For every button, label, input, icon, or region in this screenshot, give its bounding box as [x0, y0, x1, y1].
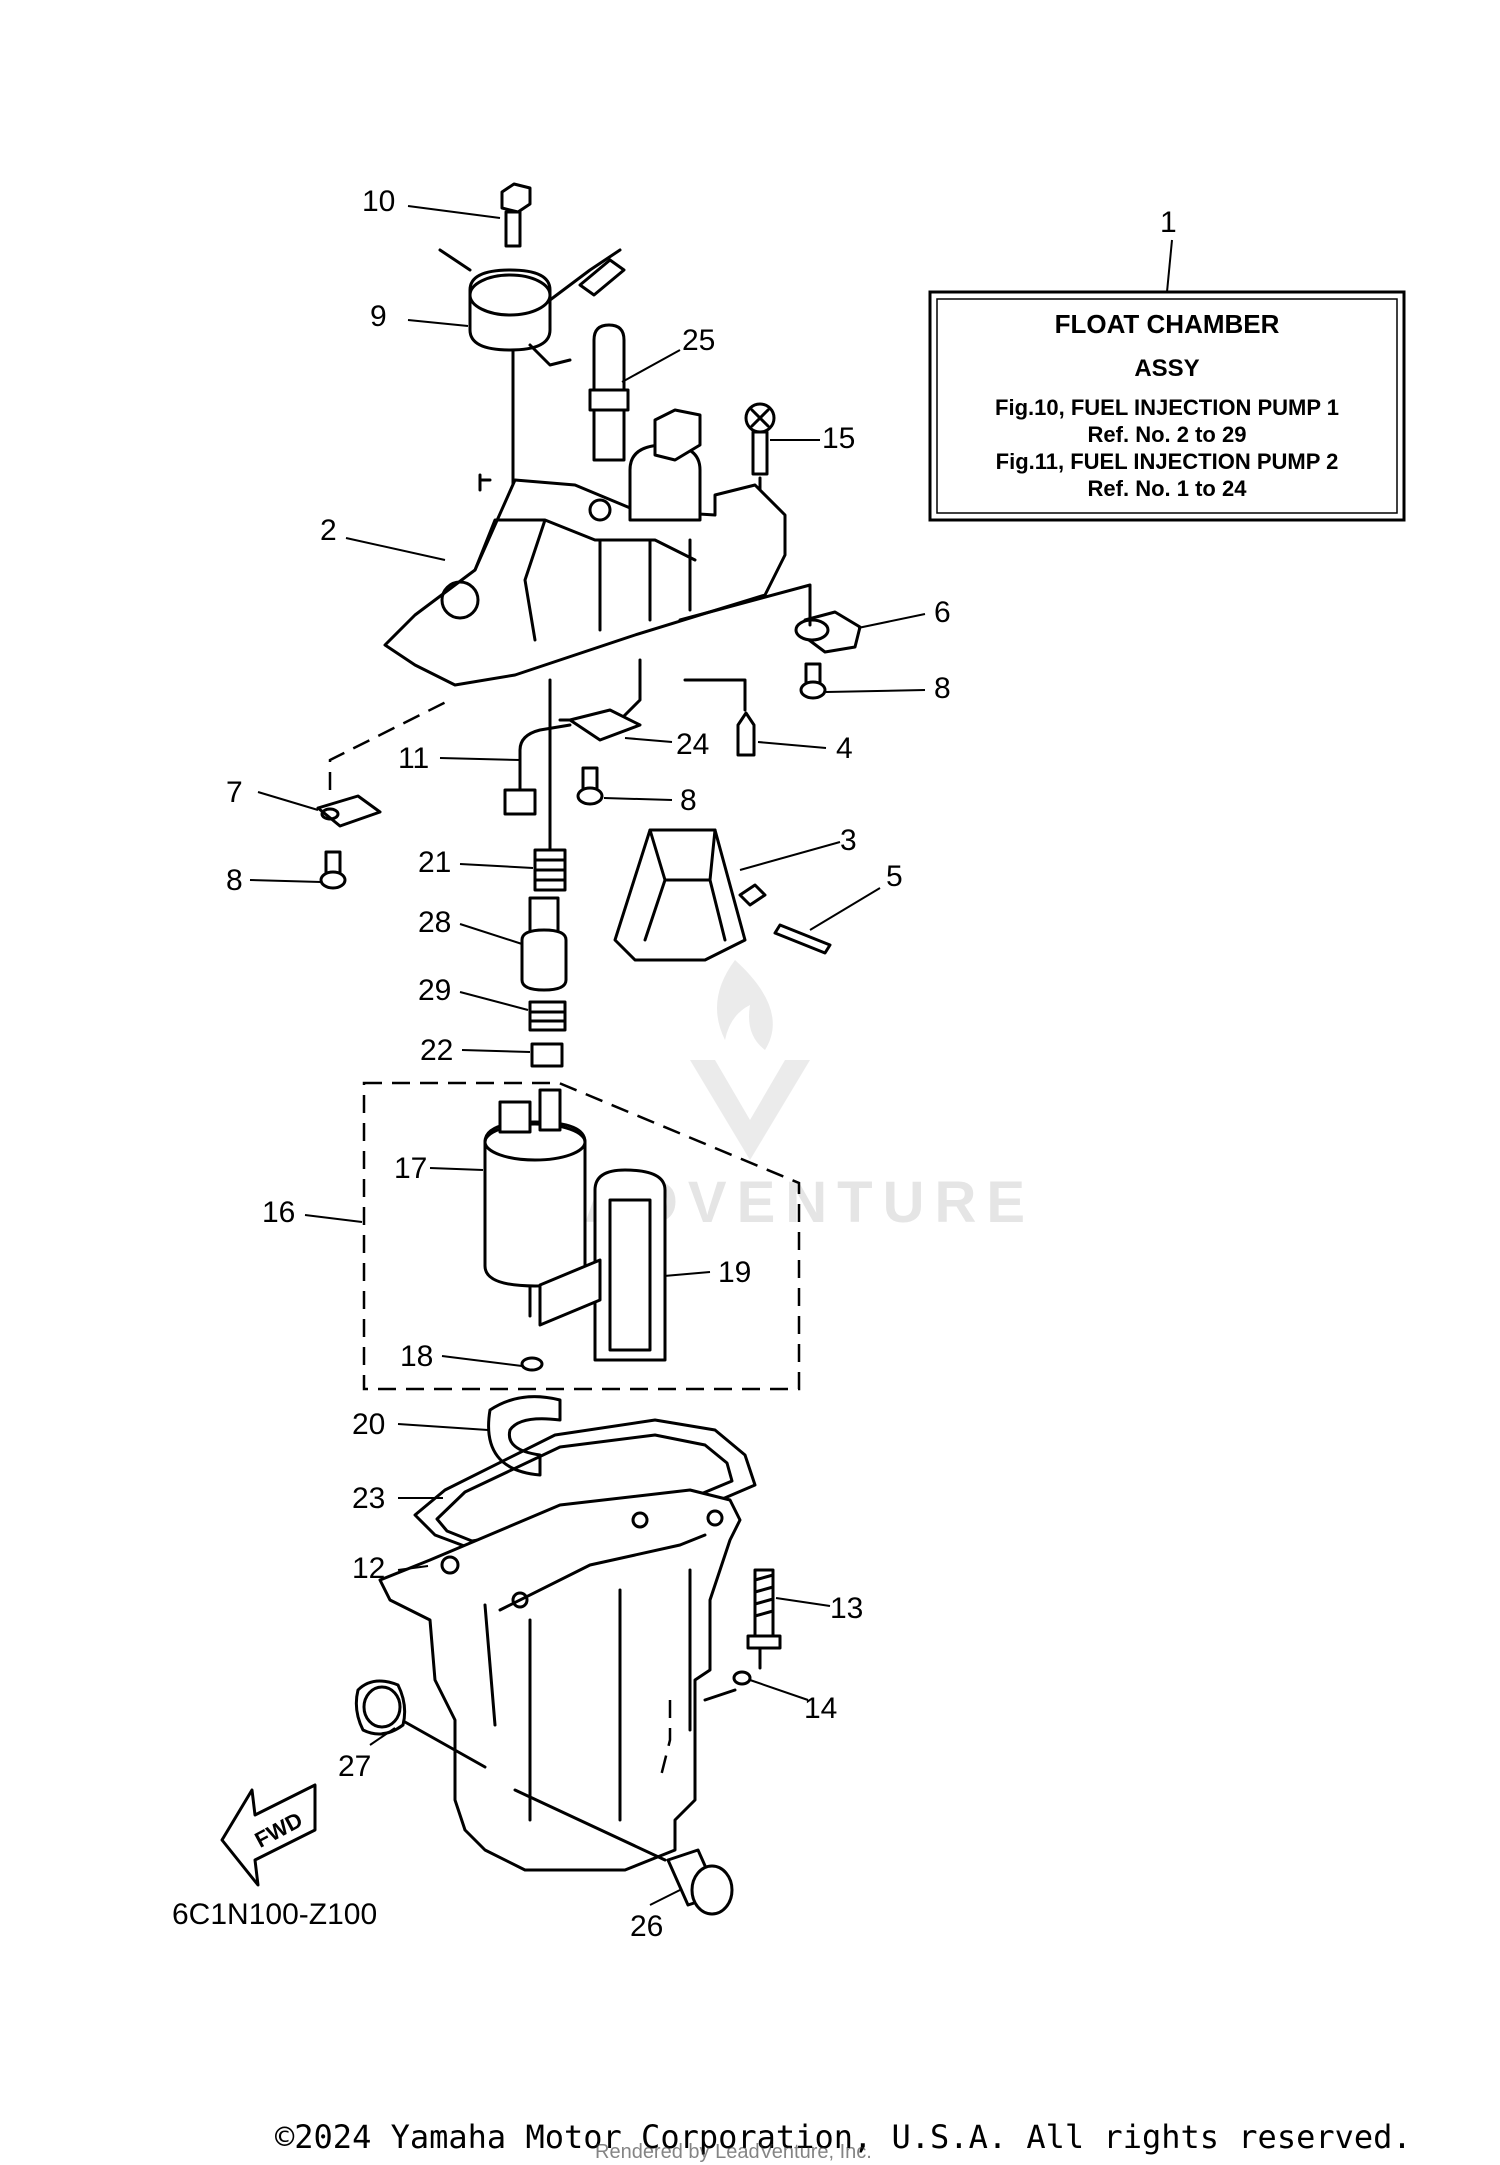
callout-10: 10 — [362, 185, 395, 218]
callout-8-left: 8 — [226, 864, 243, 897]
part-19-filter — [538, 1168, 711, 1362]
info-box: FLOAT CHAMBER ASSY Fig.10, FUEL INJECTIO… — [928, 239, 1406, 522]
part-2-cover — [345, 408, 787, 687]
callout-2: 2 — [320, 514, 337, 547]
diagram-code: 6C1N100-Z100 — [172, 1898, 377, 1931]
info-box-title: FLOAT CHAMBER — [1055, 309, 1280, 339]
copyright-notice: ©2024 Yamaha Motor Corporation, U.S.A. A… — [275, 2118, 1412, 2156]
callout-6: 6 — [934, 596, 951, 629]
callout-9: 9 — [370, 300, 387, 333]
part-13-screw — [746, 1568, 831, 1670]
part-28-connector — [459, 896, 568, 992]
callout-13: 13 — [830, 1592, 863, 1625]
part-24-clamp — [568, 708, 673, 743]
callout-23: 23 — [352, 1482, 385, 1515]
callout-19: 19 — [718, 1256, 751, 1289]
info-box-line4: Ref. No. 1 to 24 — [1088, 476, 1248, 501]
part-20-float — [397, 1395, 562, 1477]
callout-7: 7 — [226, 776, 243, 809]
callout-28: 28 — [418, 906, 451, 939]
part-10-bolt — [407, 182, 532, 248]
callout-3: 3 — [840, 824, 857, 857]
callout-15: 15 — [822, 422, 855, 455]
callout-11: 11 — [398, 742, 429, 775]
info-box-line2: Ref. No. 2 to 29 — [1088, 422, 1247, 447]
part-14-oring — [703, 1670, 809, 1702]
callout-24: 24 — [676, 728, 709, 761]
callout-5: 5 — [886, 860, 903, 893]
part-12-body — [378, 1488, 742, 1872]
rendered-by: Rendered by LeadVenture, Inc. — [595, 2141, 872, 2163]
part-18-clip — [441, 1355, 544, 1372]
part-5-pin — [738, 883, 881, 955]
part-8-screw-right — [799, 662, 926, 700]
callout-14: 14 — [804, 1692, 837, 1725]
part-8-screw-left — [249, 850, 347, 890]
part-4-needle — [683, 678, 827, 757]
part-17-pump — [429, 1088, 587, 1318]
part-7-plate — [257, 698, 451, 828]
part-29-seal — [459, 991, 567, 1032]
part-21-grommet — [459, 678, 567, 892]
part-3-cover — [613, 828, 841, 962]
part-8-screw-center — [576, 766, 673, 806]
callout-8-right: 8 — [934, 672, 951, 705]
callout-18: 18 — [400, 1340, 433, 1373]
info-box-subtitle: ASSY — [1134, 355, 1199, 382]
part-16-pump-assy — [304, 1081, 801, 1391]
callout-25: 25 — [682, 324, 715, 357]
part-9-regulator — [407, 248, 626, 490]
callout-1: 1 — [1160, 206, 1177, 239]
part-11-harness — [439, 658, 642, 816]
callout-26: 26 — [630, 1910, 663, 1943]
part-6-clamp — [678, 583, 926, 654]
callout-27: 27 — [338, 1750, 371, 1783]
callout-16: 16 — [262, 1196, 295, 1229]
part-27-grommet — [354, 1679, 487, 1769]
part-22-seal — [461, 1042, 564, 1068]
callout-4: 4 — [836, 732, 853, 765]
callout-8-center: 8 — [680, 784, 697, 817]
callout-20: 20 — [352, 1408, 385, 1441]
callout-22: 22 — [420, 1034, 453, 1067]
callout-12: 12 — [352, 1552, 385, 1585]
callout-labels: 1 2 3 4 5 6 7 8 8 8 9 10 11 12 13 14 15 … — [226, 185, 1177, 1943]
fwd-arrow: FWD — [220, 1783, 317, 1887]
part-26-plug — [513, 1788, 734, 1916]
info-box-line1: Fig.10, FUEL INJECTION PUMP 1 — [995, 395, 1339, 420]
callout-21: 21 — [418, 846, 451, 879]
callout-17: 17 — [394, 1152, 427, 1185]
callout-29: 29 — [418, 974, 451, 1007]
part-25-sensor — [588, 323, 681, 462]
info-box-line3: Fig.11, FUEL INJECTION PUMP 2 — [996, 449, 1339, 474]
